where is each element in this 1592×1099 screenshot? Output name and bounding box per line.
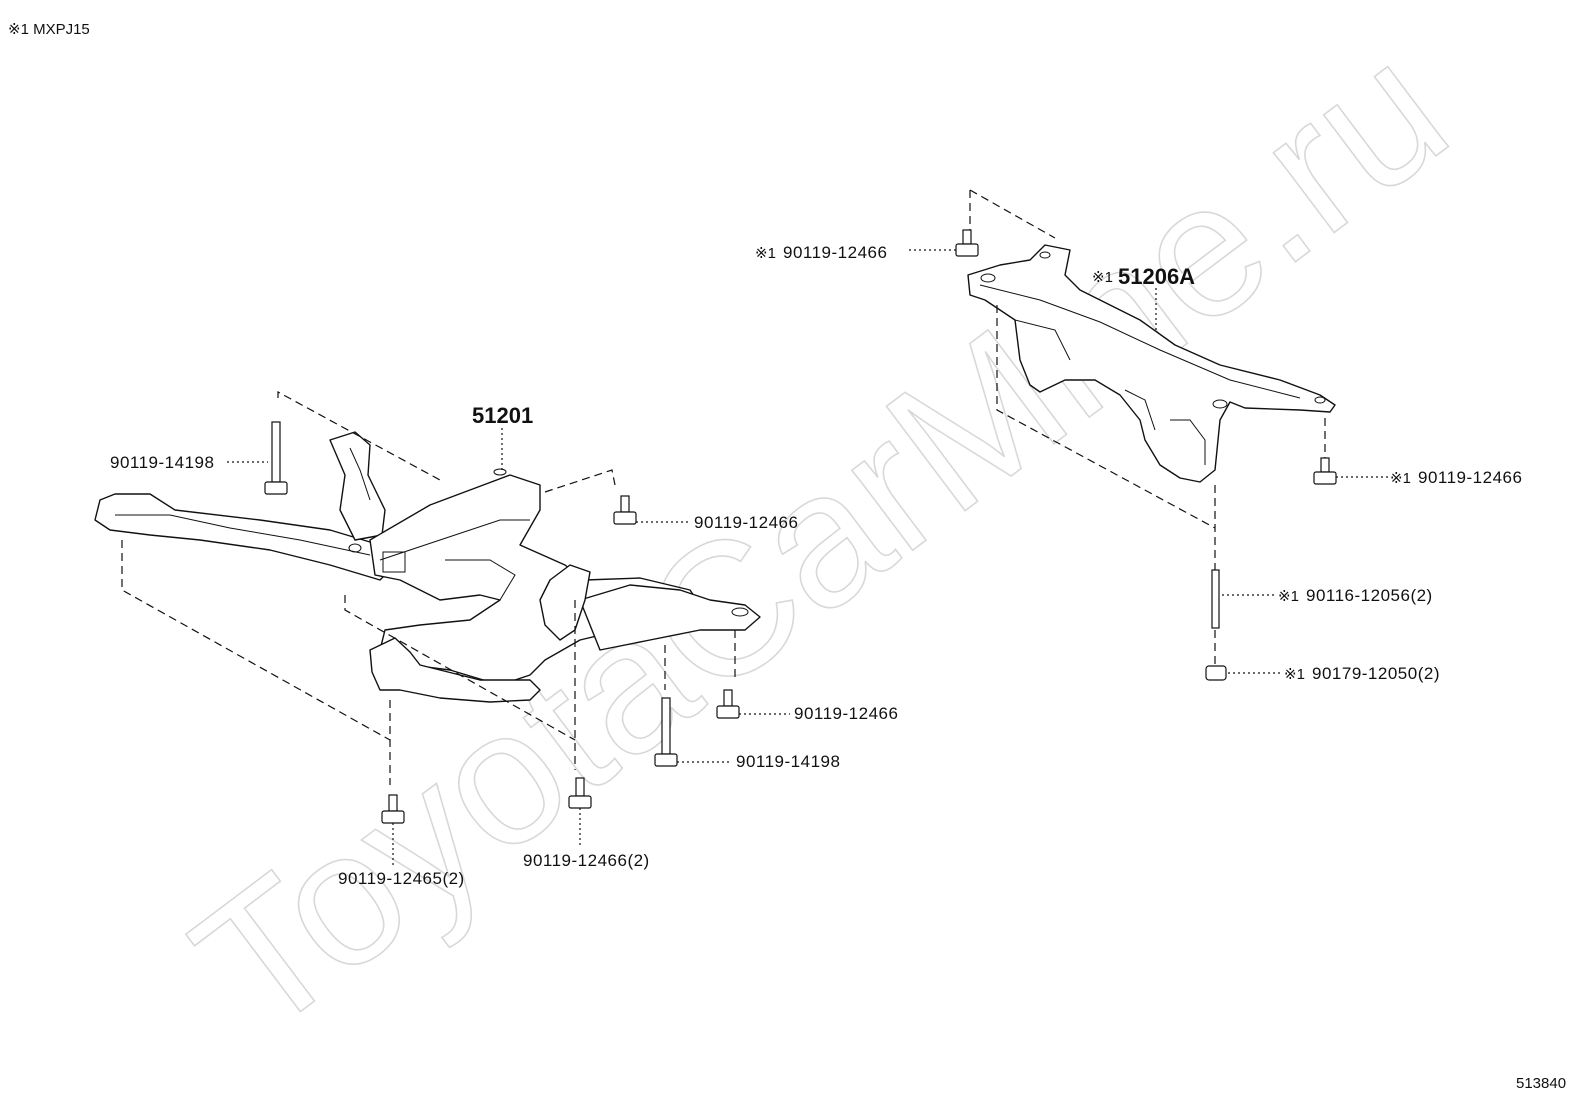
marker-51206a: ※1 [1092, 269, 1113, 286]
part-label-l6[interactable]: 90119-12465(2) [338, 869, 465, 888]
part-label-r2[interactable]: 90119-12466 [1418, 468, 1522, 487]
part-label-r3[interactable]: 90116-12056(2) [1306, 586, 1433, 605]
bolt-short-right[interactable] [716, 689, 740, 719]
bolt-rear-top[interactable] [955, 229, 979, 257]
marker-r1: ※1 [755, 245, 776, 262]
marker-r4: ※1 [1284, 666, 1305, 683]
part-label-51206a[interactable]: 51206A [1118, 264, 1195, 289]
part-label-r4[interactable]: 90179-12050(2) [1312, 664, 1440, 683]
header-note: ※1 MXPJ15 [8, 21, 90, 38]
rear-crossmember[interactable] [967, 244, 1336, 483]
part-label-51201[interactable]: 51201 [472, 403, 533, 428]
front-crossmember[interactable] [94, 431, 761, 703]
part-label-l3[interactable]: 90119-12466 [794, 704, 898, 723]
part-label-l2[interactable]: 90119-12466 [694, 513, 798, 532]
bolt-long-right[interactable] [654, 697, 678, 767]
part-label-r1[interactable]: 90119-12466 [783, 243, 887, 262]
figure-number: 513840 [1516, 1075, 1566, 1092]
bolt-bottom-left[interactable] [381, 794, 405, 824]
part-label-l5[interactable]: 90119-12466(2) [523, 851, 650, 870]
part-label-l4[interactable]: 90119-14198 [736, 752, 840, 771]
bolt-short-top[interactable] [613, 495, 637, 525]
nut-rear[interactable] [1205, 665, 1227, 681]
marker-r2: ※1 [1390, 470, 1411, 487]
stud-rear[interactable] [1211, 569, 1220, 629]
bolt-rear-right[interactable] [1313, 457, 1337, 485]
part-label-l1[interactable]: 90119-14198 [110, 453, 214, 472]
bolt-long-left[interactable] [264, 421, 288, 495]
marker-r3: ※1 [1278, 588, 1299, 605]
